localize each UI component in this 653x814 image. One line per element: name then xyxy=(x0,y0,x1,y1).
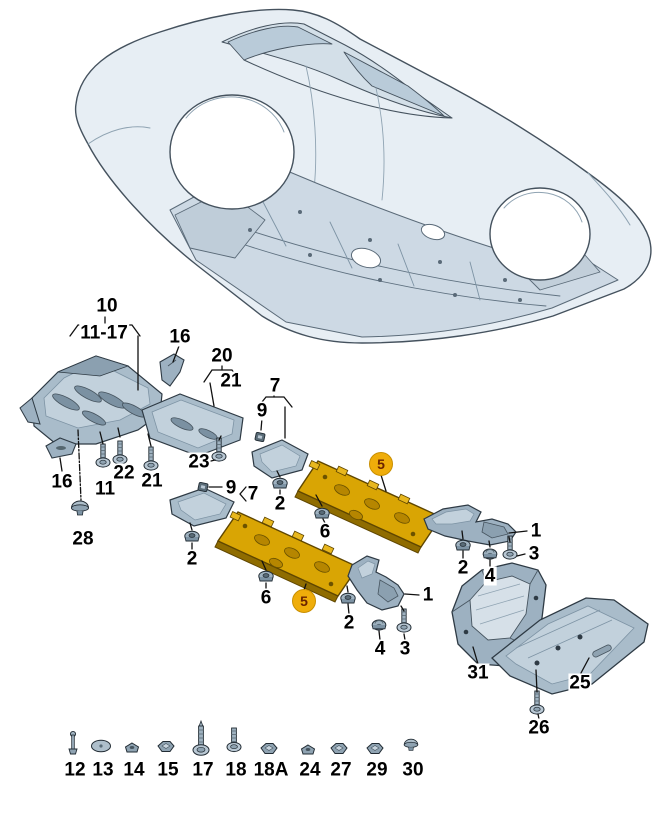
screw-26-icon xyxy=(529,690,545,715)
bracket-strip-16 xyxy=(159,353,185,387)
engine-shield-panel-10 xyxy=(19,355,163,445)
callout-16: 16 xyxy=(50,471,74,493)
clip-piece-16 xyxy=(45,437,77,459)
callout-3: 3 xyxy=(398,638,412,660)
callout-2: 2 xyxy=(185,548,199,570)
callout-22: 22 xyxy=(112,462,136,484)
side-panel-7-upper xyxy=(251,439,309,479)
screw-22-icon xyxy=(112,440,128,465)
callout-6: 6 xyxy=(318,521,332,543)
pushnut-4-lower-icon xyxy=(371,619,387,631)
callout-1: 1 xyxy=(421,584,435,606)
highlight-badge-5: 5 xyxy=(369,452,393,476)
callout-4: 4 xyxy=(373,638,387,660)
callout-12: 12 xyxy=(63,759,87,781)
underbody-panel-5-right xyxy=(294,460,443,554)
screw-11-icon xyxy=(95,443,111,468)
callout-31: 31 xyxy=(466,662,490,684)
callout-14: 14 xyxy=(122,759,146,781)
callout-7: 7 xyxy=(246,483,260,505)
highlight-badge-5: 5 xyxy=(292,589,316,613)
fastener-18a-icon xyxy=(260,743,278,754)
callout-7: 7 xyxy=(268,375,282,397)
callout-18A: 18A xyxy=(252,759,290,781)
fastener-24-icon xyxy=(301,744,315,755)
fastener-27-icon xyxy=(330,743,348,754)
bracket-1-lower xyxy=(347,555,405,611)
callout-29: 29 xyxy=(365,759,389,781)
underbody-panel-5-left xyxy=(214,511,360,603)
fastener-30-icon xyxy=(403,738,419,751)
callout-15: 15 xyxy=(156,759,180,781)
screw-3-lower-icon xyxy=(396,608,412,633)
callout-21: 21 xyxy=(140,470,164,492)
side-panel-7-lower xyxy=(169,487,235,527)
callout-11: 11 xyxy=(93,478,117,500)
nut-2-lower-bracket-icon xyxy=(340,592,356,604)
callout-2: 2 xyxy=(342,612,356,634)
fastener-18-icon xyxy=(226,727,242,753)
pushnut-4-upper-icon xyxy=(482,548,498,560)
callout-23: 23 xyxy=(187,451,211,473)
grommet-28-icon xyxy=(71,500,89,516)
callout-10: 10 xyxy=(95,295,119,317)
callout-6: 6 xyxy=(259,587,273,609)
fastener-row-icons xyxy=(68,720,419,756)
fastener-12-icon xyxy=(68,730,78,755)
callout-17: 17 xyxy=(191,759,215,781)
fastener-17-icon xyxy=(192,720,210,756)
callout-27: 27 xyxy=(329,759,353,781)
nut-6-left-icon xyxy=(258,570,274,582)
callout-20: 20 xyxy=(210,345,234,367)
callout-25: 25 xyxy=(568,672,592,694)
clip-9-lower-icon xyxy=(197,481,209,493)
callout-3: 3 xyxy=(527,543,541,565)
callout-2: 2 xyxy=(273,493,287,515)
callout-13: 13 xyxy=(91,759,115,781)
bracket-1-upper xyxy=(423,504,517,546)
callout-24: 24 xyxy=(298,759,322,781)
callout-21: 21 xyxy=(219,370,243,392)
callout-18: 18 xyxy=(224,759,248,781)
fastener-29-icon xyxy=(366,743,384,754)
rear-panel-25 xyxy=(491,597,649,695)
callout-9: 9 xyxy=(224,477,238,499)
callout-1: 1 xyxy=(529,520,543,542)
nut-2-upper-bracket-icon xyxy=(455,539,471,551)
callout-28: 28 xyxy=(71,528,95,550)
fastener-14-icon xyxy=(125,742,139,753)
callout-4: 4 xyxy=(483,565,497,587)
callout-2: 2 xyxy=(456,557,470,579)
mid-shield-panel-20 xyxy=(141,393,244,457)
callout-11-17: 11-17 xyxy=(79,322,129,344)
nut-6-right-icon xyxy=(314,507,330,519)
fastener-15-icon xyxy=(157,741,175,752)
car-body-illustration xyxy=(74,8,652,344)
callout-16: 16 xyxy=(168,326,192,348)
nut-2-upper-icon xyxy=(272,477,288,489)
leader-lines xyxy=(59,316,590,720)
nut-2-left-icon xyxy=(184,530,200,542)
clip-9-upper-icon xyxy=(254,431,266,443)
callout-30: 30 xyxy=(401,759,425,781)
screw-21-icon xyxy=(143,446,159,471)
fastener-13-icon xyxy=(91,739,111,753)
callout-9: 9 xyxy=(255,400,269,422)
callout-26: 26 xyxy=(527,717,551,739)
